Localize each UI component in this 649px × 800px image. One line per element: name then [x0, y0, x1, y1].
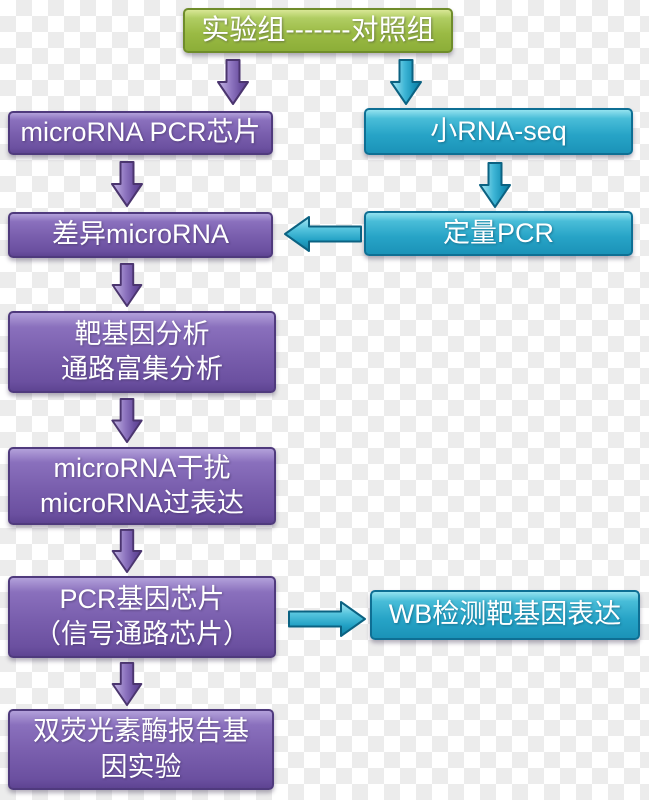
box-label: PCR基因芯片	[59, 583, 225, 614]
box-label: microRNA PCR芯片	[20, 117, 261, 148]
box-label: 小RNA-seq	[430, 115, 567, 146]
box-label: 定量PCR	[442, 217, 554, 248]
right-arrow-icon	[288, 601, 366, 637]
down-arrow-icon	[217, 59, 249, 105]
box-label: 靶基因分析	[74, 318, 210, 349]
flow-box-dual-luciferase: 双荧光素酶报告基 因实验	[8, 709, 274, 790]
box-label: 双荧光素酶报告基	[33, 716, 249, 747]
down-arrow-icon	[479, 162, 511, 208]
box-label: microRNA过表达	[39, 488, 244, 518]
flow-box-microrna-pcr-chip: microRNA PCR芯片	[8, 111, 273, 155]
flow-box-wb-detection: WB检测靶基因表达	[370, 590, 640, 640]
left-arrow-icon	[284, 216, 362, 252]
down-arrow-icon	[111, 262, 143, 308]
box-label: （信号通路芯片）	[34, 619, 250, 649]
box-label: 因实验	[100, 751, 182, 782]
down-arrow-icon	[111, 397, 143, 444]
box-label: 实验组-------对照组	[201, 14, 435, 46]
flow-box-target-gene-analysis: 靶基因分析 通路富集分析	[8, 311, 276, 393]
flow-box-microrna-perturbation: microRNA干扰 microRNA过表达	[8, 447, 276, 525]
box-label: microRNA干扰	[53, 452, 231, 483]
flow-box-small-rna-seq: 小RNA-seq	[364, 108, 633, 155]
flow-box-pcr-gene-chip: PCR基因芯片 （信号通路芯片）	[8, 576, 276, 658]
down-arrow-icon	[111, 161, 143, 207]
box-label: 通路富集分析	[61, 354, 223, 384]
down-arrow-icon	[111, 661, 143, 707]
down-arrow-icon	[111, 528, 143, 574]
box-label: WB检测靶基因表达	[388, 599, 622, 630]
flow-box-experiment-control: 实验组-------对照组	[183, 8, 453, 53]
box-label: 差异microRNA	[51, 219, 229, 250]
down-arrow-icon	[390, 59, 422, 105]
flow-box-diff-microrna: 差异microRNA	[8, 212, 273, 258]
flow-box-qpcr: 定量PCR	[364, 211, 633, 256]
